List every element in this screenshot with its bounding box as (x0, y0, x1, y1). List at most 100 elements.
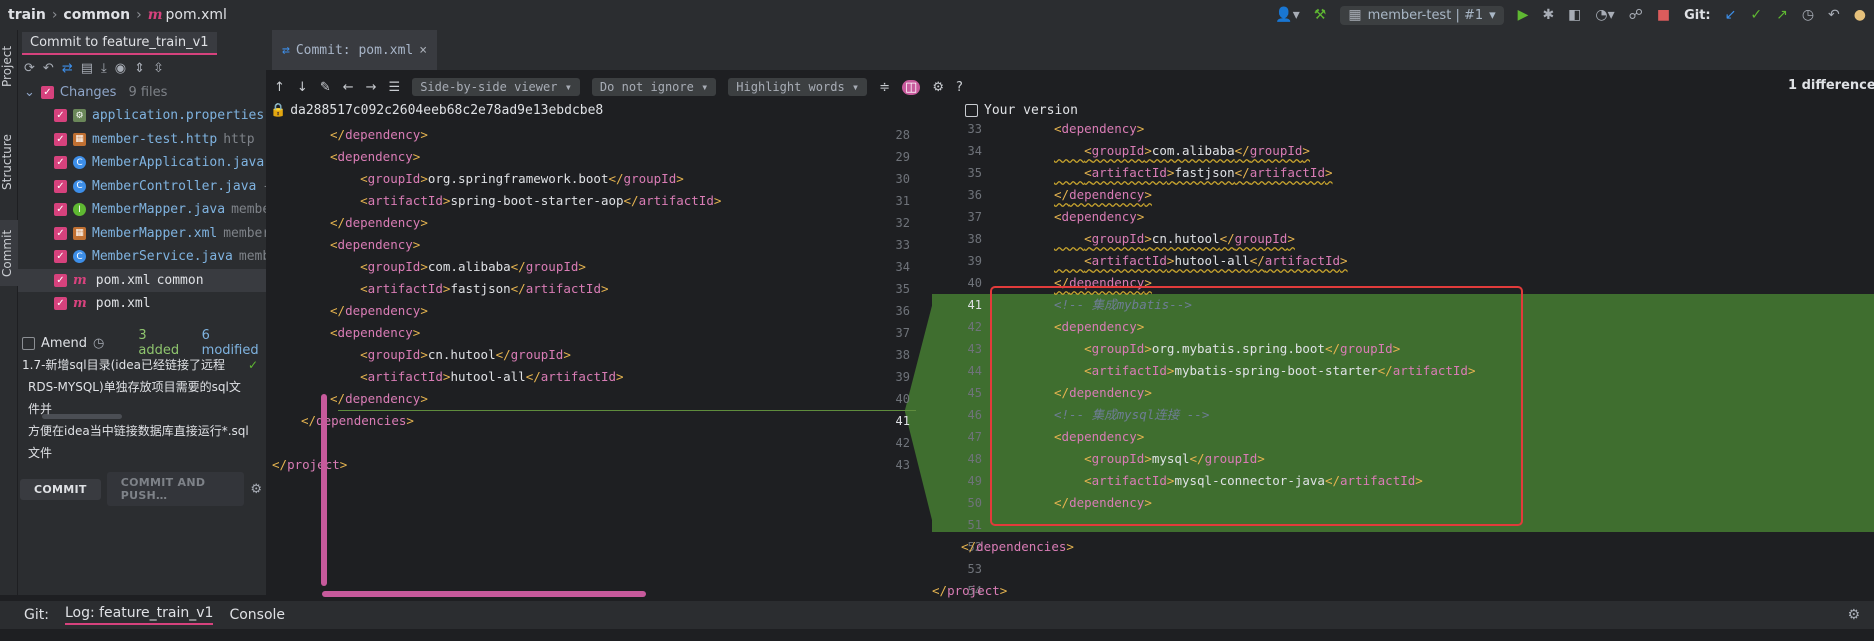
history-icon[interactable]: ◷ (1801, 7, 1815, 23)
line-number[interactable]: 53 (967, 562, 982, 576)
viewer-mode-select[interactable]: Side-by-side viewer ▾ (412, 78, 580, 96)
breadcrumb-root[interactable]: train (8, 7, 46, 23)
line-number[interactable]: 51 (967, 518, 982, 532)
line-number[interactable]: 40 (967, 276, 982, 290)
arrow-up-icon[interactable]: ↑ (274, 79, 285, 95)
arrow-down-icon[interactable]: ↓ (296, 79, 308, 95)
file-checkbox[interactable]: ✓ (54, 203, 67, 217)
commit-and-push-button[interactable]: COMMIT AND PUSH… (106, 472, 245, 506)
line-number[interactable]: 52 (967, 540, 982, 554)
run-icon[interactable]: ▶ (1517, 7, 1529, 23)
line-number[interactable]: 43 (895, 458, 910, 472)
left-editor[interactable]: </dependency><dependency> <groupId>org.s… (272, 124, 860, 476)
stop-icon[interactable]: ■ (1656, 7, 1671, 23)
line-number[interactable]: 41 (895, 414, 910, 428)
file-checkbox[interactable]: ✓ (54, 109, 67, 123)
file-checkbox[interactable]: ✓ (54, 273, 67, 287)
include-checkbox[interactable] (965, 103, 978, 117)
line-number[interactable]: 38 (895, 348, 910, 362)
breadcrumb-file[interactable]: pom.xml (165, 7, 227, 23)
line-number[interactable]: 34 (895, 260, 910, 274)
line-number[interactable]: 36 (967, 188, 982, 202)
download-icon[interactable]: ⤓ (101, 60, 107, 76)
collapse-all-icon[interactable]: ⇳ (153, 60, 164, 76)
line-number[interactable]: 34 (967, 144, 982, 158)
tab-commit-pom[interactable]: ⇄ Commit: pom.xml × (272, 30, 438, 70)
line-number[interactable]: 50 (967, 496, 982, 510)
tab-log[interactable]: Log: feature_train_v1 (64, 605, 214, 625)
file-list-icon[interactable]: ☰ (388, 79, 401, 95)
line-number[interactable]: 39 (895, 370, 910, 384)
rollback-icon[interactable]: ↶ (1828, 7, 1840, 23)
diff-icon[interactable]: ⇄ (61, 60, 73, 76)
git-push-icon[interactable]: ↗ (1776, 7, 1788, 23)
commit-panel-title[interactable]: Commit to feature_train_v1 (22, 31, 217, 55)
attach-icon[interactable]: ☍ (1628, 7, 1643, 23)
coverage-icon[interactable]: ◧ (1568, 7, 1582, 23)
line-number[interactable]: 28 (895, 128, 910, 142)
changed-file-row[interactable]: ✓⚙application.propertiesmem (18, 104, 266, 128)
line-number[interactable]: 36 (895, 304, 910, 318)
line-number[interactable]: 47 (967, 430, 982, 444)
breadcrumb-module[interactable]: common (63, 7, 131, 23)
line-number[interactable]: 33 (895, 238, 910, 252)
file-checkbox[interactable]: ✓ (54, 250, 67, 264)
close-icon[interactable]: × (419, 42, 428, 58)
help-button[interactable]: ? (955, 79, 963, 95)
arrow-left-icon[interactable]: ← (342, 79, 354, 95)
line-number[interactable]: 37 (895, 326, 910, 340)
line-number[interactable]: 37 (967, 210, 982, 224)
user-icon[interactable]: 👤▾ (1275, 7, 1300, 23)
gear-icon[interactable]: ⚙ (1847, 607, 1860, 623)
panel-scrollbar[interactable] (42, 414, 122, 419)
line-number[interactable]: 54 (967, 584, 982, 598)
sync-scroll-icon[interactable]: ◫ (902, 79, 921, 95)
line-number[interactable]: 48 (967, 452, 982, 466)
right-editor[interactable]: <dependency> <groupId>com.alibaba</group… (932, 118, 1874, 602)
whitespace-select[interactable]: Do not ignore ▾ (591, 78, 717, 96)
collapse-unchanged-icon[interactable]: ≑ (879, 79, 891, 95)
line-number[interactable]: 43 (967, 342, 982, 356)
amend-label[interactable]: Amend (41, 335, 88, 351)
build-hammer-icon[interactable]: ⚒ (1313, 7, 1327, 23)
tab-console[interactable]: Console (229, 607, 286, 623)
avatar[interactable]: ● (1853, 7, 1866, 23)
line-number[interactable]: 33 (967, 122, 982, 136)
line-number[interactable]: 44 (967, 364, 982, 378)
arrow-right-icon[interactable]: → (365, 79, 377, 95)
tool-tab-structure[interactable]: Structure (0, 134, 14, 190)
line-number[interactable]: 38 (967, 232, 982, 246)
line-number[interactable]: 35 (967, 166, 982, 180)
line-number[interactable]: 30 (895, 172, 910, 186)
line-number[interactable]: 41 (967, 298, 982, 312)
line-number[interactable]: 46 (967, 408, 982, 422)
line-number[interactable]: 42 (895, 436, 910, 450)
shelve-icon[interactable]: ▤ (80, 60, 94, 76)
horizontal-scrollbar[interactable] (322, 591, 646, 597)
highlight-select[interactable]: Highlight words ▾ (728, 78, 868, 96)
expand-all-icon[interactable]: ⇕ (134, 60, 146, 76)
line-number[interactable]: 45 (967, 386, 982, 400)
changes-checkbox[interactable]: ✓ (40, 85, 54, 99)
commit-button[interactable]: COMMIT (20, 478, 101, 500)
tool-tab-project[interactable]: Project (0, 45, 14, 87)
gear-icon[interactable]: ⚙ (250, 481, 262, 497)
clock-icon[interactable]: ◷ (93, 335, 105, 351)
line-number[interactable]: 35 (895, 282, 910, 296)
line-number[interactable]: 32 (895, 216, 910, 230)
refresh-icon[interactable]: ⟳ (24, 60, 35, 76)
gear-icon[interactable]: ⚙ (932, 79, 944, 95)
profile-icon[interactable]: ◔▾ (1595, 7, 1615, 23)
edit-icon[interactable]: ✎ (319, 79, 331, 95)
git-commit-icon[interactable]: ✓ (1750, 7, 1763, 23)
tool-tab-commit[interactable]: Commit (0, 220, 18, 286)
git-update-icon[interactable]: ↙ (1724, 7, 1737, 23)
commit-message-input[interactable]: 1.7-新增sql目录(idea已经链接了远程 RDS-MYSQL)单独存放项目… (22, 354, 252, 464)
